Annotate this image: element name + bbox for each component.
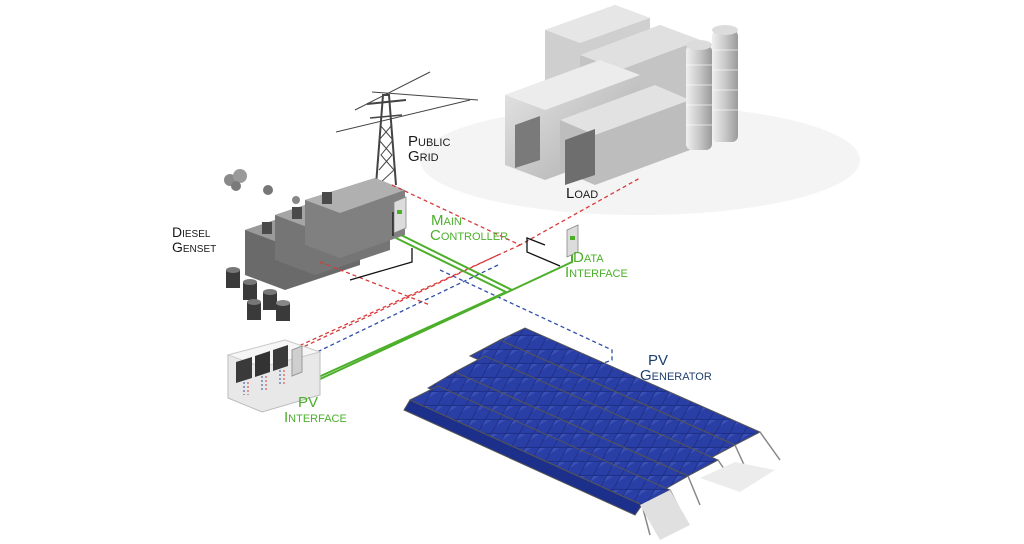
solar-panel-icon	[403, 327, 781, 540]
pv-generator-line-1: PV	[648, 352, 669, 369]
diesel-genset-label: Diesel Genset	[172, 225, 216, 255]
factory-icon	[505, 5, 738, 185]
public-grid-line-2: Grid	[408, 148, 439, 165]
control-lines	[311, 234, 573, 381]
pv-interface-label: PV Interface	[284, 395, 347, 425]
public-grid-line-1: Public	[408, 133, 451, 150]
diesel-genset-line-1: Diesel	[172, 224, 211, 240]
power-lines	[279, 177, 641, 359]
transmission-tower-icon	[335, 71, 479, 186]
neutral-lines	[349, 212, 561, 281]
data-interface-line-2: Interface	[565, 264, 628, 281]
data-interface-label: Data Interface	[565, 250, 628, 280]
pv-interface-line-1: PV	[298, 394, 319, 411]
diesel-generator-icon	[224, 169, 405, 321]
data-interface-line-1: Data	[573, 249, 604, 266]
control-box-icon	[393, 196, 579, 258]
diesel-genset-line-2: Genset	[172, 239, 217, 255]
load-text: Load	[566, 185, 599, 202]
main-controller-line-2: Controller	[430, 227, 509, 244]
pv-generator-label: PV Generator	[640, 353, 712, 383]
pv-generator-line-2: Generator	[640, 367, 712, 384]
load-label: Load	[566, 186, 598, 201]
public-grid-label: Public Grid	[408, 134, 450, 164]
pv-interface-line-2: Interface	[284, 409, 347, 426]
main-controller-label: Main Controller	[430, 213, 508, 243]
main-controller-line-1: Main	[431, 212, 462, 229]
inverter-room-icon	[226, 339, 322, 413]
